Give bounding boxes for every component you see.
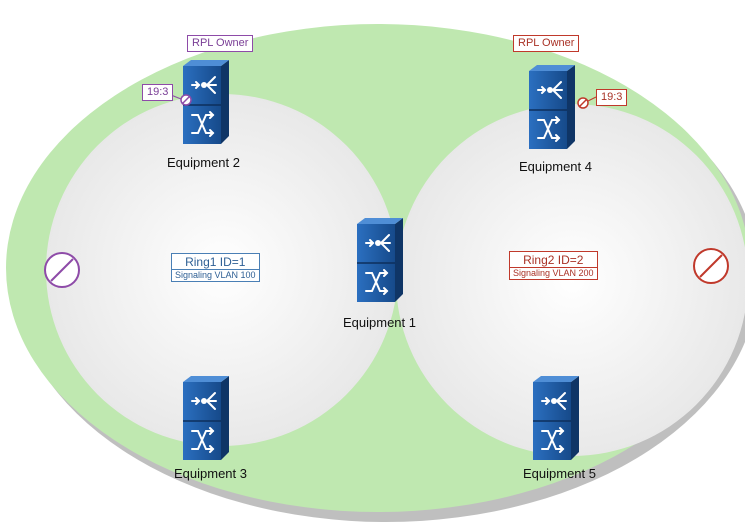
equipment-5-switch-icon <box>532 375 580 461</box>
rpl-port-label: 19:3 <box>596 89 628 106</box>
equipment-label: Equipment 5 <box>523 466 596 481</box>
ring2-vlan: Signaling VLAN 200 <box>510 267 597 279</box>
equipment-label: Equipment 3 <box>174 466 247 481</box>
ring2-area <box>396 104 745 456</box>
rpl-port-label: 19:3 <box>142 84 174 101</box>
blocked-port-icon <box>44 252 80 288</box>
equipment-label: Equipment 2 <box>167 155 240 170</box>
blocked-port-icon <box>693 248 729 284</box>
rpl-port-block-icon <box>577 97 589 109</box>
ring1-info-box: Ring1 ID=1 Signaling VLAN 100 <box>171 253 260 282</box>
rpl-owner-label: RPL Owner <box>513 35 580 52</box>
equipment-label: Equipment 4 <box>519 159 592 174</box>
ring1-vlan: Signaling VLAN 100 <box>172 269 259 281</box>
equipment-1-switch-icon <box>356 217 404 303</box>
ring2-info-box: Ring2 ID=2 Signaling VLAN 200 <box>509 251 598 280</box>
rpl-owner-label: RPL Owner <box>187 35 254 52</box>
ring2-title: Ring2 ID=2 <box>523 253 584 267</box>
equipment-3-switch-icon <box>182 375 230 461</box>
equipment-4-switch-icon <box>528 64 576 150</box>
rpl-port-connector <box>587 96 597 102</box>
ring1-title: Ring1 ID=1 <box>185 255 246 269</box>
rpl-port-block-icon <box>180 94 192 106</box>
equipment-label: Equipment 1 <box>343 315 416 330</box>
